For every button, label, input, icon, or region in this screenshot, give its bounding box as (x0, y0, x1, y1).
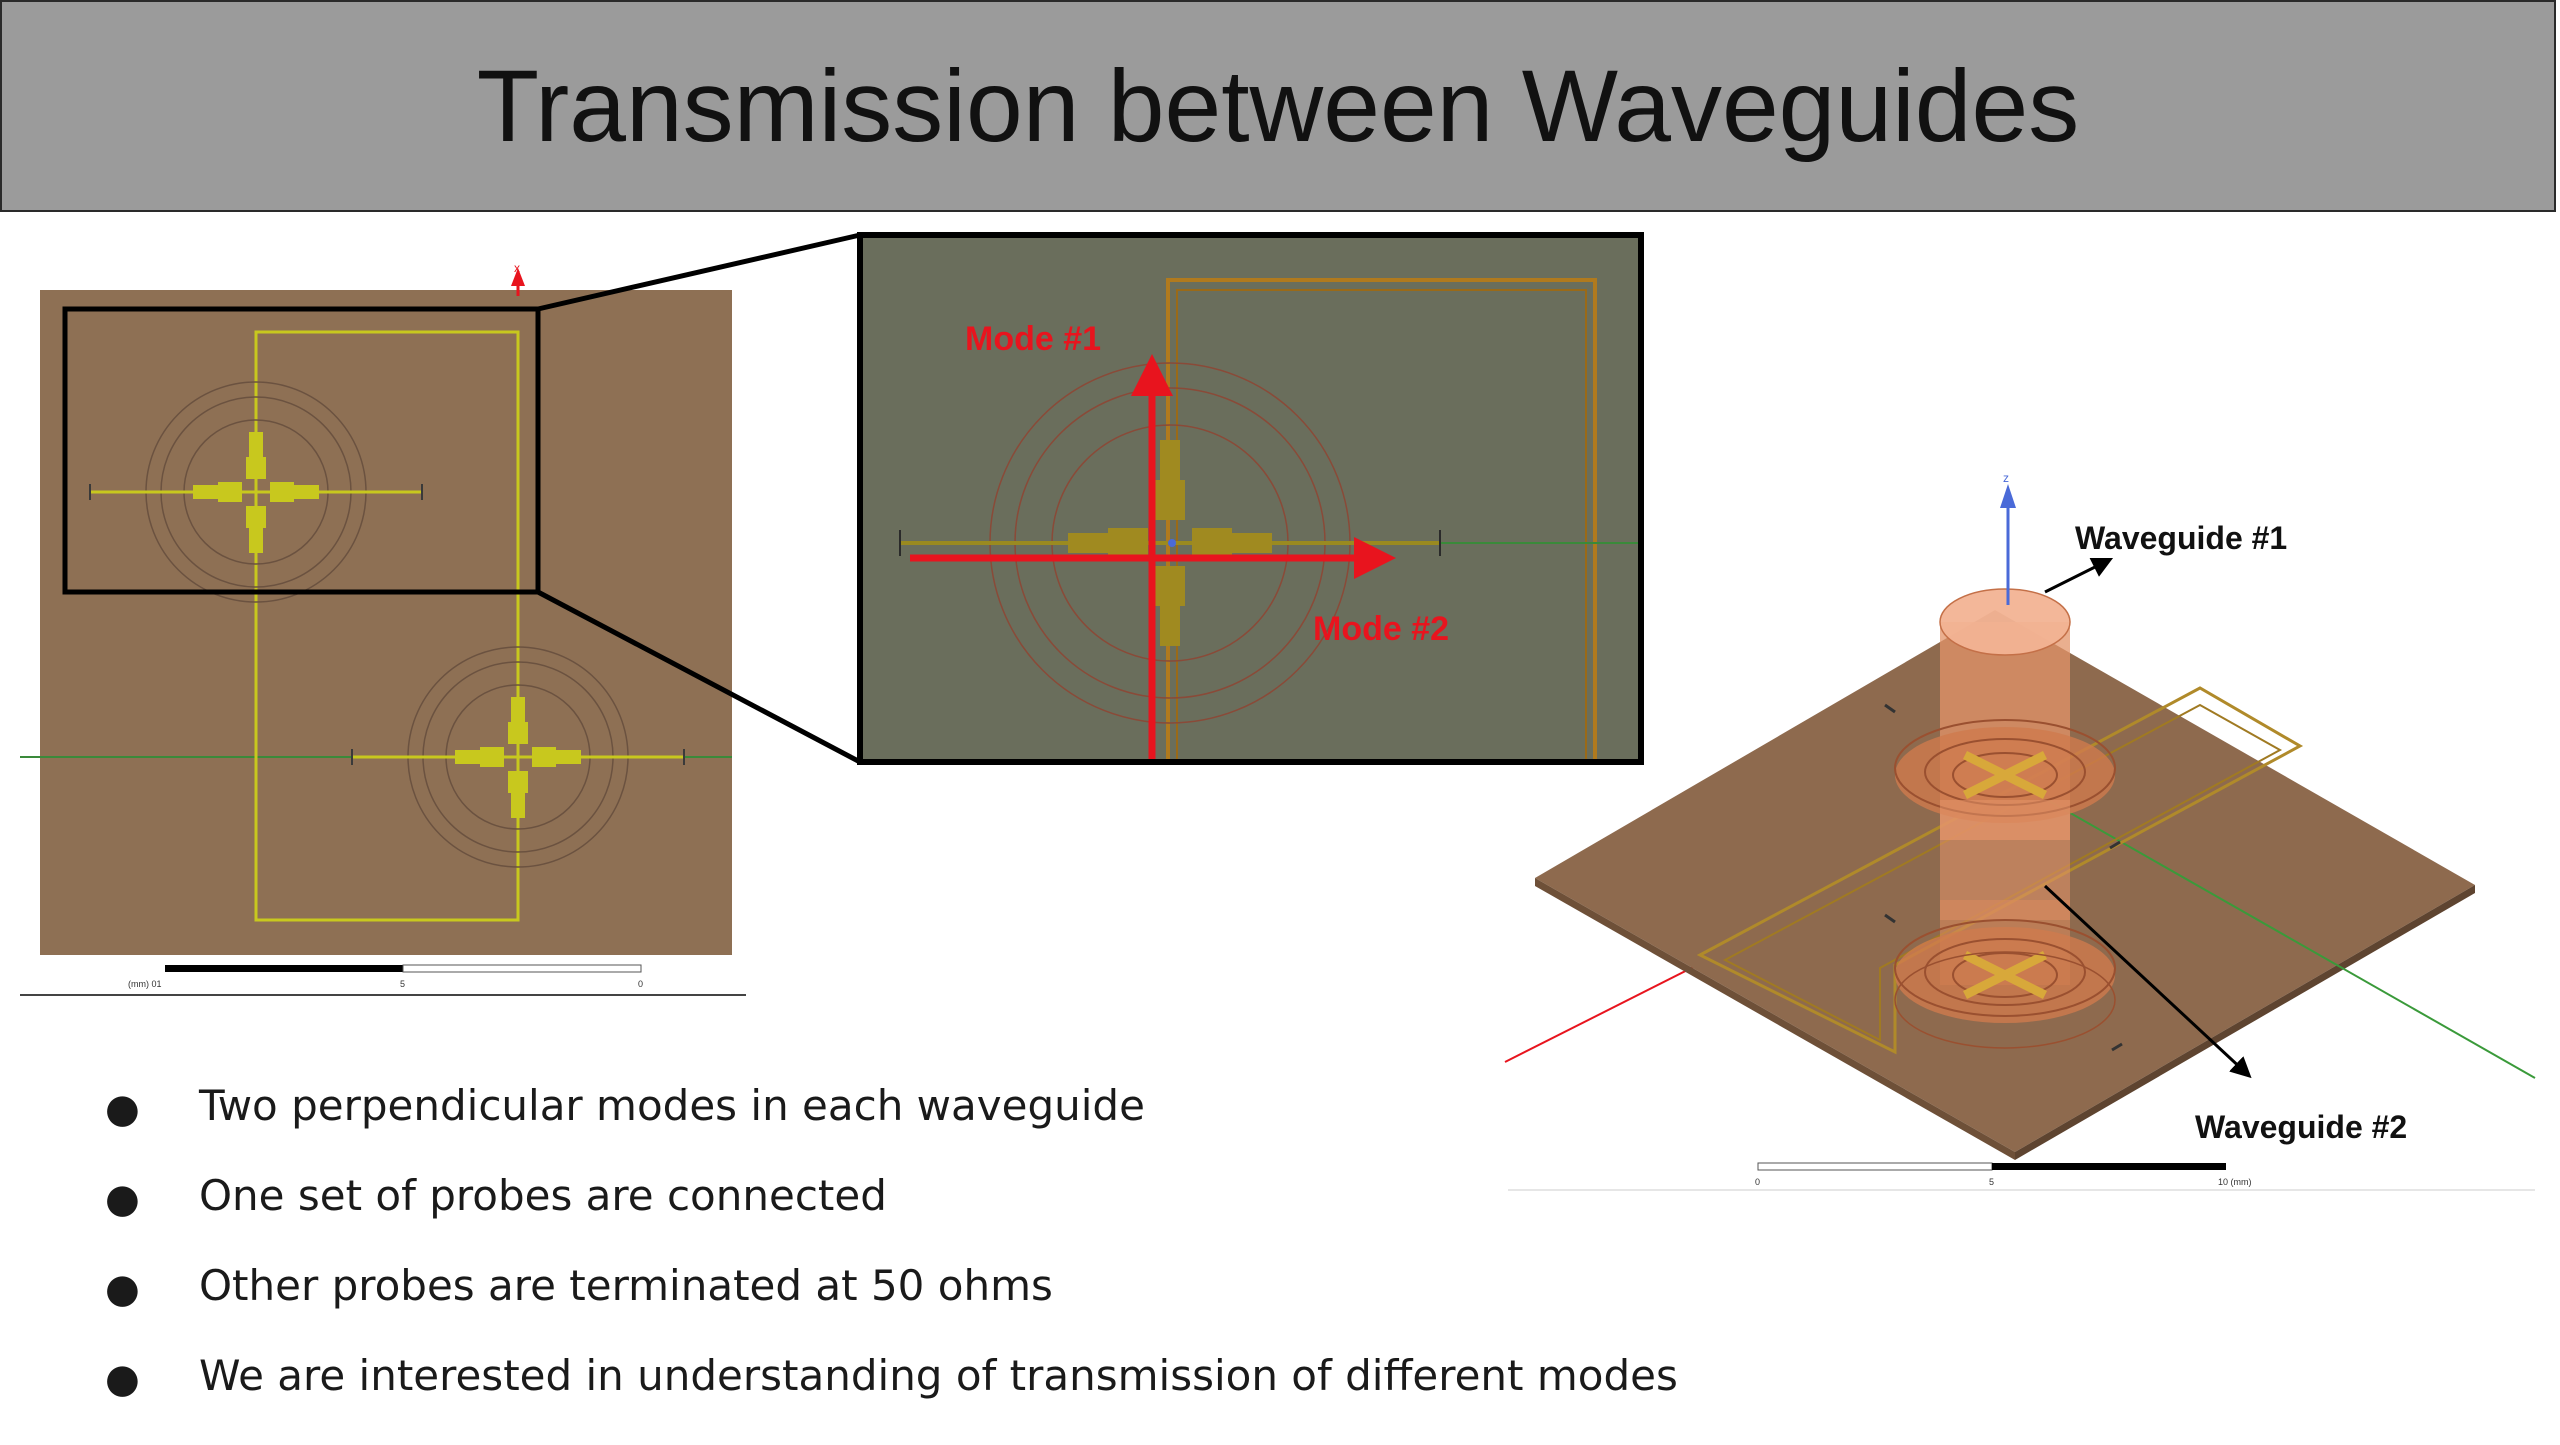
bullet-text: Two perpendicular modes in each waveguid… (199, 1081, 1145, 1130)
iso-scale-label-1: 5 (1989, 1177, 1994, 1187)
iso-scale-label-2: 10 (mm) (2218, 1177, 2252, 1187)
zoom-view-figure: Mode #1 Mode #2 (857, 232, 1644, 765)
waveguide2-label: Waveguide #2 (2195, 1109, 2407, 1145)
iso-scale-bar: 0 5 10 (mm) (1508, 1162, 2535, 1191)
z-axis-label: z (2003, 471, 2009, 485)
waveguide1-pointer (2044, 557, 2114, 594)
mode1-label: Mode #1 (965, 320, 1101, 358)
bullet-dot-icon: ● (105, 1356, 140, 1402)
left-scale-label-1: 5 (400, 979, 405, 989)
z-axis-arrow-icon (2000, 484, 2016, 508)
left-axis-label: x (514, 261, 520, 275)
zoom-connector-bottom (536, 589, 862, 765)
slide-title: Transmission between Waveguides (476, 48, 2080, 163)
bullet-text: Other probes are terminated at 50 ohms (199, 1261, 1053, 1310)
waveguide-1-cylinder (1894, 588, 2116, 920)
bullet-dot-icon: ● (105, 1086, 140, 1132)
bullet-text: One set of probes are connected (199, 1171, 887, 1220)
isometric-figure: z Waveguide #1 Waveguide #2 0 5 10 (mm) (1504, 471, 2536, 1191)
substrate-top-view (40, 290, 732, 955)
bullet-item: ● We are interested in understanding of … (105, 1355, 1678, 1445)
zoom-connector-top (537, 232, 861, 312)
left-scale-bar: (mm) 01 5 0 (20, 964, 746, 996)
bullet-item: ● Other probes are terminated at 50 ohms (105, 1265, 1678, 1355)
bullet-item: ● Two perpendicular modes in each wavegu… (105, 1085, 1678, 1175)
probe-cross-lower (351, 646, 685, 868)
waveguide-2-cylinder (1894, 900, 2116, 1049)
waveguide1-label: Waveguide #1 (2075, 520, 2287, 556)
probe-cross-upper (89, 381, 423, 603)
waveguide-outline (254, 330, 520, 922)
bullet-text: We are interested in understanding of tr… (199, 1351, 1678, 1400)
zoom-background (860, 235, 1641, 762)
bullet-item: ● One set of probes are connected (105, 1175, 1678, 1265)
waveguide2-pointer (2043, 884, 2252, 1079)
iso-scale-label-0: 0 (1755, 1177, 1760, 1187)
top-view-figure: x (20, 232, 862, 996)
red-axis-arrow-icon (511, 268, 525, 286)
zoom-frame (857, 232, 1644, 765)
title-bar: Transmission between Waveguides (0, 0, 2556, 212)
bullet-dot-icon: ● (105, 1266, 140, 1312)
bullet-dot-icon: ● (105, 1176, 140, 1222)
left-scale-label-2: 0 (638, 979, 643, 989)
mode2-label: Mode #2 (1313, 610, 1449, 648)
bullet-list: ● Two perpendicular modes in each wavegu… (105, 1085, 1678, 1445)
zoom-selection-box (62, 306, 541, 595)
left-scale-label-0: (mm) 01 (128, 979, 162, 989)
